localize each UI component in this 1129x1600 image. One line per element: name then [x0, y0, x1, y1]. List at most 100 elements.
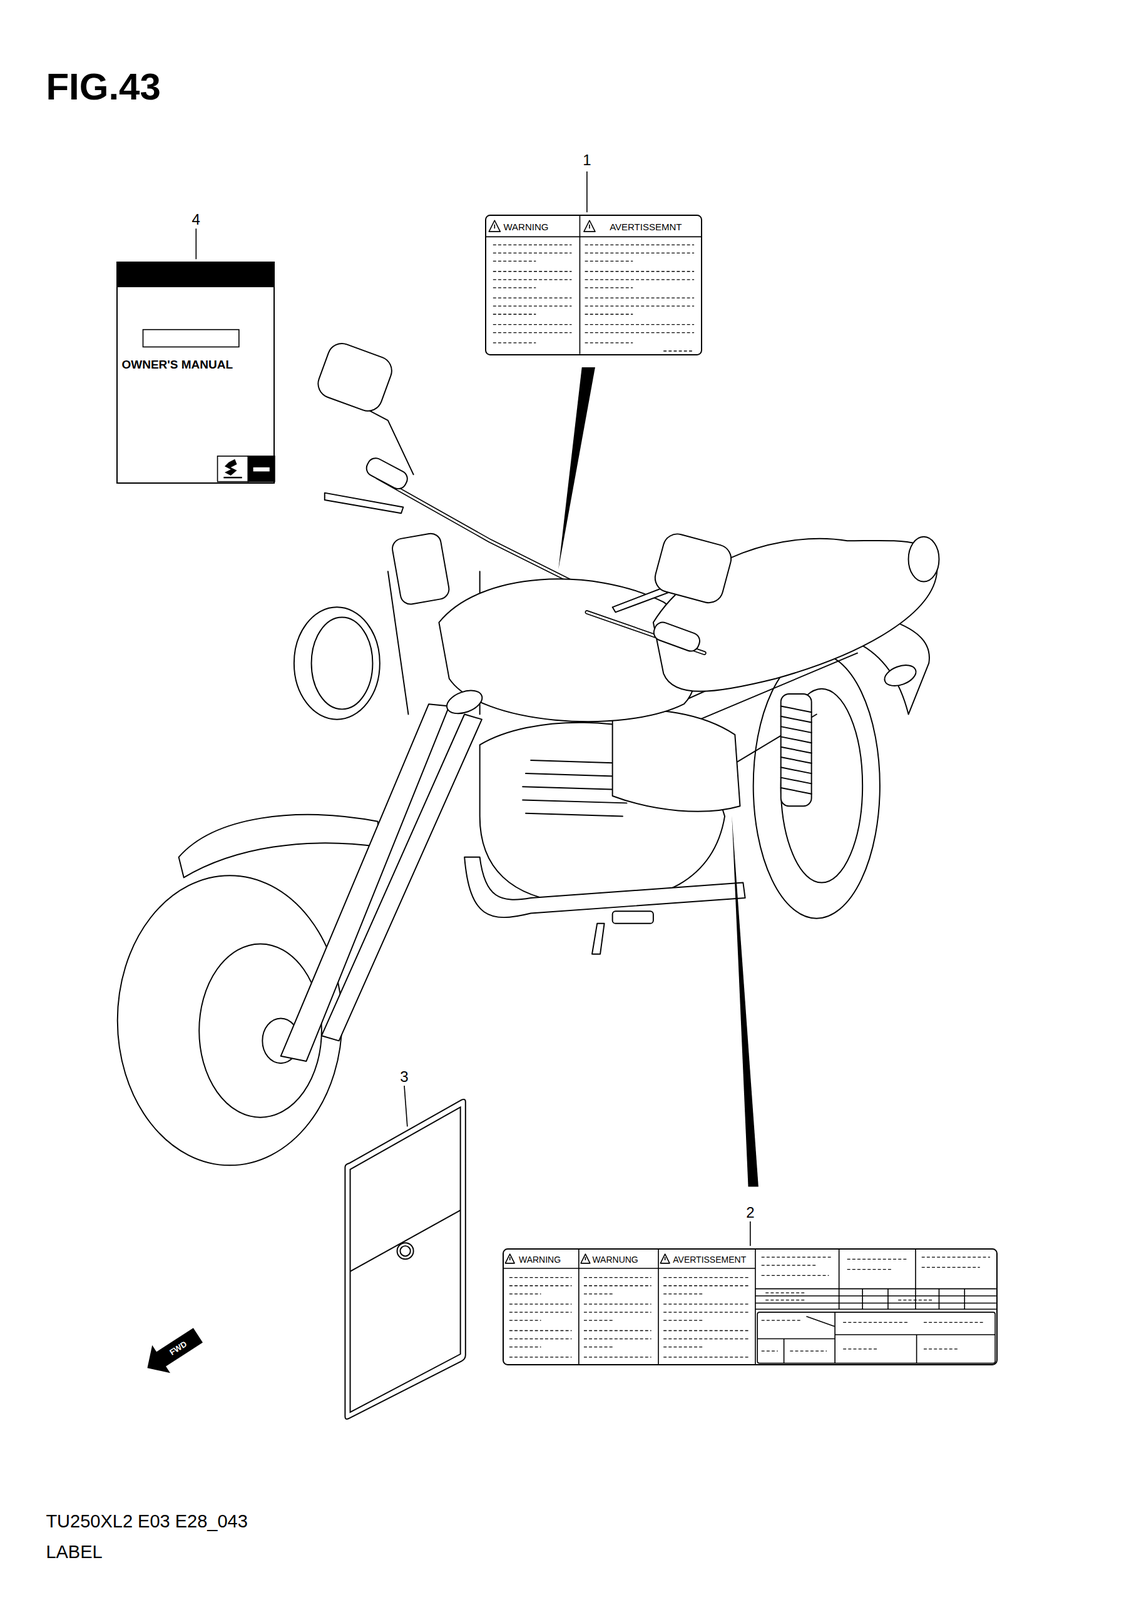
text-placeholder — [663, 1293, 705, 1295]
label-sheet — [344, 1099, 465, 1420]
text-placeholder — [663, 1320, 705, 1322]
label-rule — [757, 1312, 996, 1364]
text-placeholder — [585, 260, 634, 262]
text-placeholder — [493, 332, 573, 333]
text-placeholder — [583, 1311, 652, 1313]
callout-number: 4 — [191, 210, 200, 228]
text-placeholder — [585, 314, 634, 315]
label-rule — [755, 1249, 997, 1310]
text-placeholder — [585, 297, 695, 299]
motorcycle — [443, 686, 486, 719]
text-placeholder — [585, 279, 695, 280]
pointer-wedge — [558, 367, 759, 1187]
text-placeholder — [583, 1303, 652, 1305]
label-heading: AVERTISSEMNT — [609, 215, 682, 239]
warning-triangle — [580, 1254, 591, 1264]
label-heading: OWNER'S MANUAL — [121, 358, 233, 372]
text-placeholder — [663, 1303, 751, 1305]
text-placeholder — [663, 1285, 751, 1287]
leader-line — [195, 228, 197, 260]
text-placeholder — [493, 297, 573, 299]
text-placeholder — [583, 1338, 652, 1340]
text-placeholder — [509, 1293, 542, 1295]
manual-detail — [217, 456, 249, 482]
callout-number: 1 — [582, 152, 591, 169]
motorcycle — [349, 399, 414, 475]
text-placeholder — [509, 1277, 572, 1278]
leader-line — [749, 1221, 751, 1247]
callout-number: 2 — [745, 1204, 755, 1221]
motorcycle — [314, 339, 396, 416]
section-name: LABEL — [45, 1542, 103, 1563]
text-placeholder — [585, 287, 634, 288]
text-placeholder — [585, 244, 695, 246]
motorcycle — [324, 493, 404, 514]
text-placeholder — [493, 306, 573, 307]
motorcycle — [781, 689, 863, 884]
manual-detail — [143, 329, 275, 482]
label-rule — [757, 1312, 996, 1364]
forward-arrow — [139, 1323, 206, 1382]
text-placeholder — [761, 1264, 817, 1266]
text-placeholder — [509, 1303, 572, 1305]
text-placeholder — [493, 252, 573, 254]
text-placeholder — [583, 1293, 613, 1295]
label-sheet — [397, 1242, 414, 1260]
text-placeholder — [663, 1356, 751, 1358]
warning-triangle — [505, 1254, 515, 1264]
motorcycle — [390, 531, 450, 606]
label-rule — [485, 215, 996, 1365]
motorcycle — [651, 620, 703, 654]
text-placeholder — [921, 1267, 981, 1268]
text-placeholder — [585, 306, 695, 307]
text-placeholder — [493, 342, 536, 343]
motorcycle — [587, 612, 705, 653]
motorcycle — [311, 617, 373, 710]
motorcycle — [363, 455, 410, 492]
text-placeholder — [761, 1350, 778, 1352]
text-placeholder — [493, 244, 573, 246]
leader-line — [195, 171, 750, 1247]
label-heading: WARNING — [503, 215, 549, 239]
motorcycle — [612, 710, 741, 812]
drawing-code: TU250XL2 E03 E28_043 — [45, 1512, 248, 1533]
pointer-wedge — [731, 816, 758, 1188]
warning-triangle — [488, 220, 501, 232]
leader-line — [404, 1085, 408, 1127]
motorcycle — [280, 704, 450, 1062]
text-placeholder — [765, 1299, 807, 1301]
warning-triangle — [660, 1254, 670, 1264]
motorcycle — [587, 612, 705, 653]
motorcycle — [881, 661, 919, 690]
text-placeholder — [585, 324, 695, 325]
text-placeholder — [493, 324, 573, 325]
label-sheet — [399, 1246, 410, 1257]
text-placeholder — [585, 252, 695, 254]
text-placeholder — [583, 1330, 652, 1332]
callout-number: 3 — [399, 1068, 409, 1086]
text-placeholder — [761, 1320, 802, 1322]
text-placeholder — [789, 1350, 827, 1352]
text-placeholder — [509, 1320, 542, 1322]
text-placeholder — [583, 1320, 613, 1322]
warning-label: WARNINGWARNUNGAVERTISSEMENT — [502, 1248, 998, 1367]
text-placeholder — [509, 1330, 572, 1332]
text-placeholder — [585, 270, 695, 272]
text-placeholder — [842, 1322, 909, 1324]
text-placeholder — [663, 1346, 705, 1348]
text-placeholder — [493, 279, 573, 280]
text-placeholder — [509, 1285, 572, 1287]
text-placeholder — [509, 1338, 572, 1340]
motorcycle — [117, 339, 940, 1166]
motorcycle — [781, 705, 812, 794]
label-heading: WARNING — [518, 1249, 561, 1271]
motorcycle — [178, 814, 380, 878]
text-placeholder — [842, 1348, 878, 1350]
text-placeholder — [847, 1259, 909, 1260]
text-placeholder — [923, 1348, 960, 1350]
figure-title: FIG.43 — [45, 66, 161, 108]
label-heading: WARNUNG — [592, 1249, 638, 1271]
motorcycle — [781, 694, 812, 807]
text-placeholder — [493, 314, 536, 315]
